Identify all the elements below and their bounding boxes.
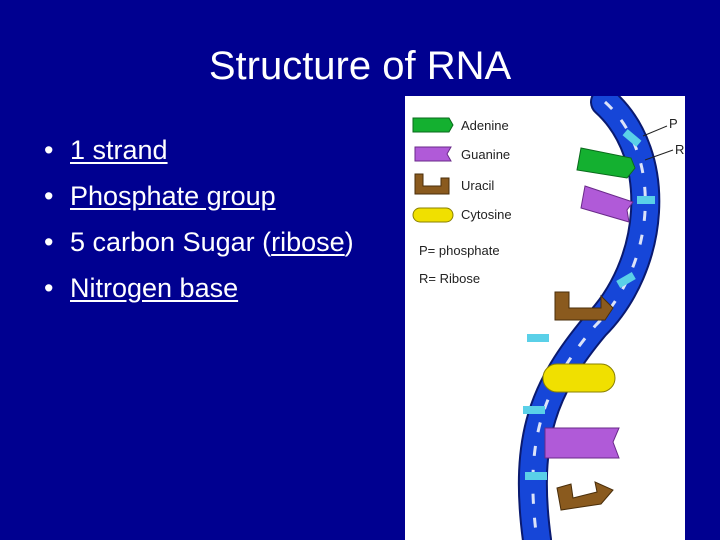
ribose-marker xyxy=(525,472,547,480)
base-uracil-lower xyxy=(556,481,614,511)
ribose-marker xyxy=(527,334,549,342)
bullet-text-sugar: 5 carbon Sugar ( xyxy=(70,227,272,257)
base-uracil xyxy=(554,291,614,321)
ribose-marker xyxy=(523,406,545,414)
bullet-text-nitrogen[interactable]: Nitrogen base xyxy=(70,273,239,303)
callout-r-label: R xyxy=(675,142,684,157)
bullet-list: • 1 strand • Phosphate group • 5 carbon Sug… xyxy=(44,132,354,316)
base-guanine xyxy=(580,185,634,223)
bullet-item: • Phosphate group xyxy=(44,178,354,224)
legend-cytosine-swatch xyxy=(412,207,454,223)
legend-adenine-swatch xyxy=(412,117,454,133)
legend-adenine-label: Adenine xyxy=(461,118,509,133)
legend-ribose-label: R= Ribose xyxy=(419,271,480,286)
rna-strand-highlight xyxy=(531,100,647,540)
callout-line-r xyxy=(644,149,674,161)
bullet-text-sugar-end: ) xyxy=(344,227,354,257)
base-adenine xyxy=(576,147,636,179)
legend-phosphate-label: P= phosphate xyxy=(419,243,500,258)
legend-uracil-swatch xyxy=(414,173,450,195)
ribose-marker xyxy=(616,272,636,288)
legend-cytosine-label: Cytosine xyxy=(461,207,512,222)
base-guanine-lower xyxy=(544,427,620,459)
bullet-dot: • xyxy=(44,273,54,303)
ribose-marker xyxy=(637,196,655,204)
legend-guanine-swatch xyxy=(414,146,452,162)
legend-uracil-label: Uracil xyxy=(461,178,494,193)
rna-diagram: Adenine Guanine Uracil Cytosine P= phosp… xyxy=(405,96,685,540)
ribose-link[interactable]: ribose xyxy=(271,227,345,257)
bullet-dot: • xyxy=(44,227,54,257)
bullet-text-phosphate[interactable]: Phosphate group xyxy=(70,181,276,211)
callout-line-p xyxy=(642,125,668,137)
bullet-item: • 1 strand xyxy=(44,132,354,178)
bullet-dot: • xyxy=(44,135,54,165)
bullet-item: • Nitrogen base xyxy=(44,270,354,316)
bullet-dot: • xyxy=(44,181,54,211)
bullet-text-strand[interactable]: 1 strand xyxy=(70,135,168,165)
rna-diagram-svg: Adenine Guanine Uracil Cytosine P= phosp… xyxy=(412,96,684,540)
slide-title: Structure of RNA xyxy=(208,44,512,88)
callout-p-label: P xyxy=(669,116,678,131)
ribose-marker xyxy=(622,129,642,147)
bullet-item: • 5 carbon Sugar (ribose) xyxy=(44,224,354,270)
base-cytosine xyxy=(542,363,616,393)
legend-guanine-label: Guanine xyxy=(461,147,510,162)
